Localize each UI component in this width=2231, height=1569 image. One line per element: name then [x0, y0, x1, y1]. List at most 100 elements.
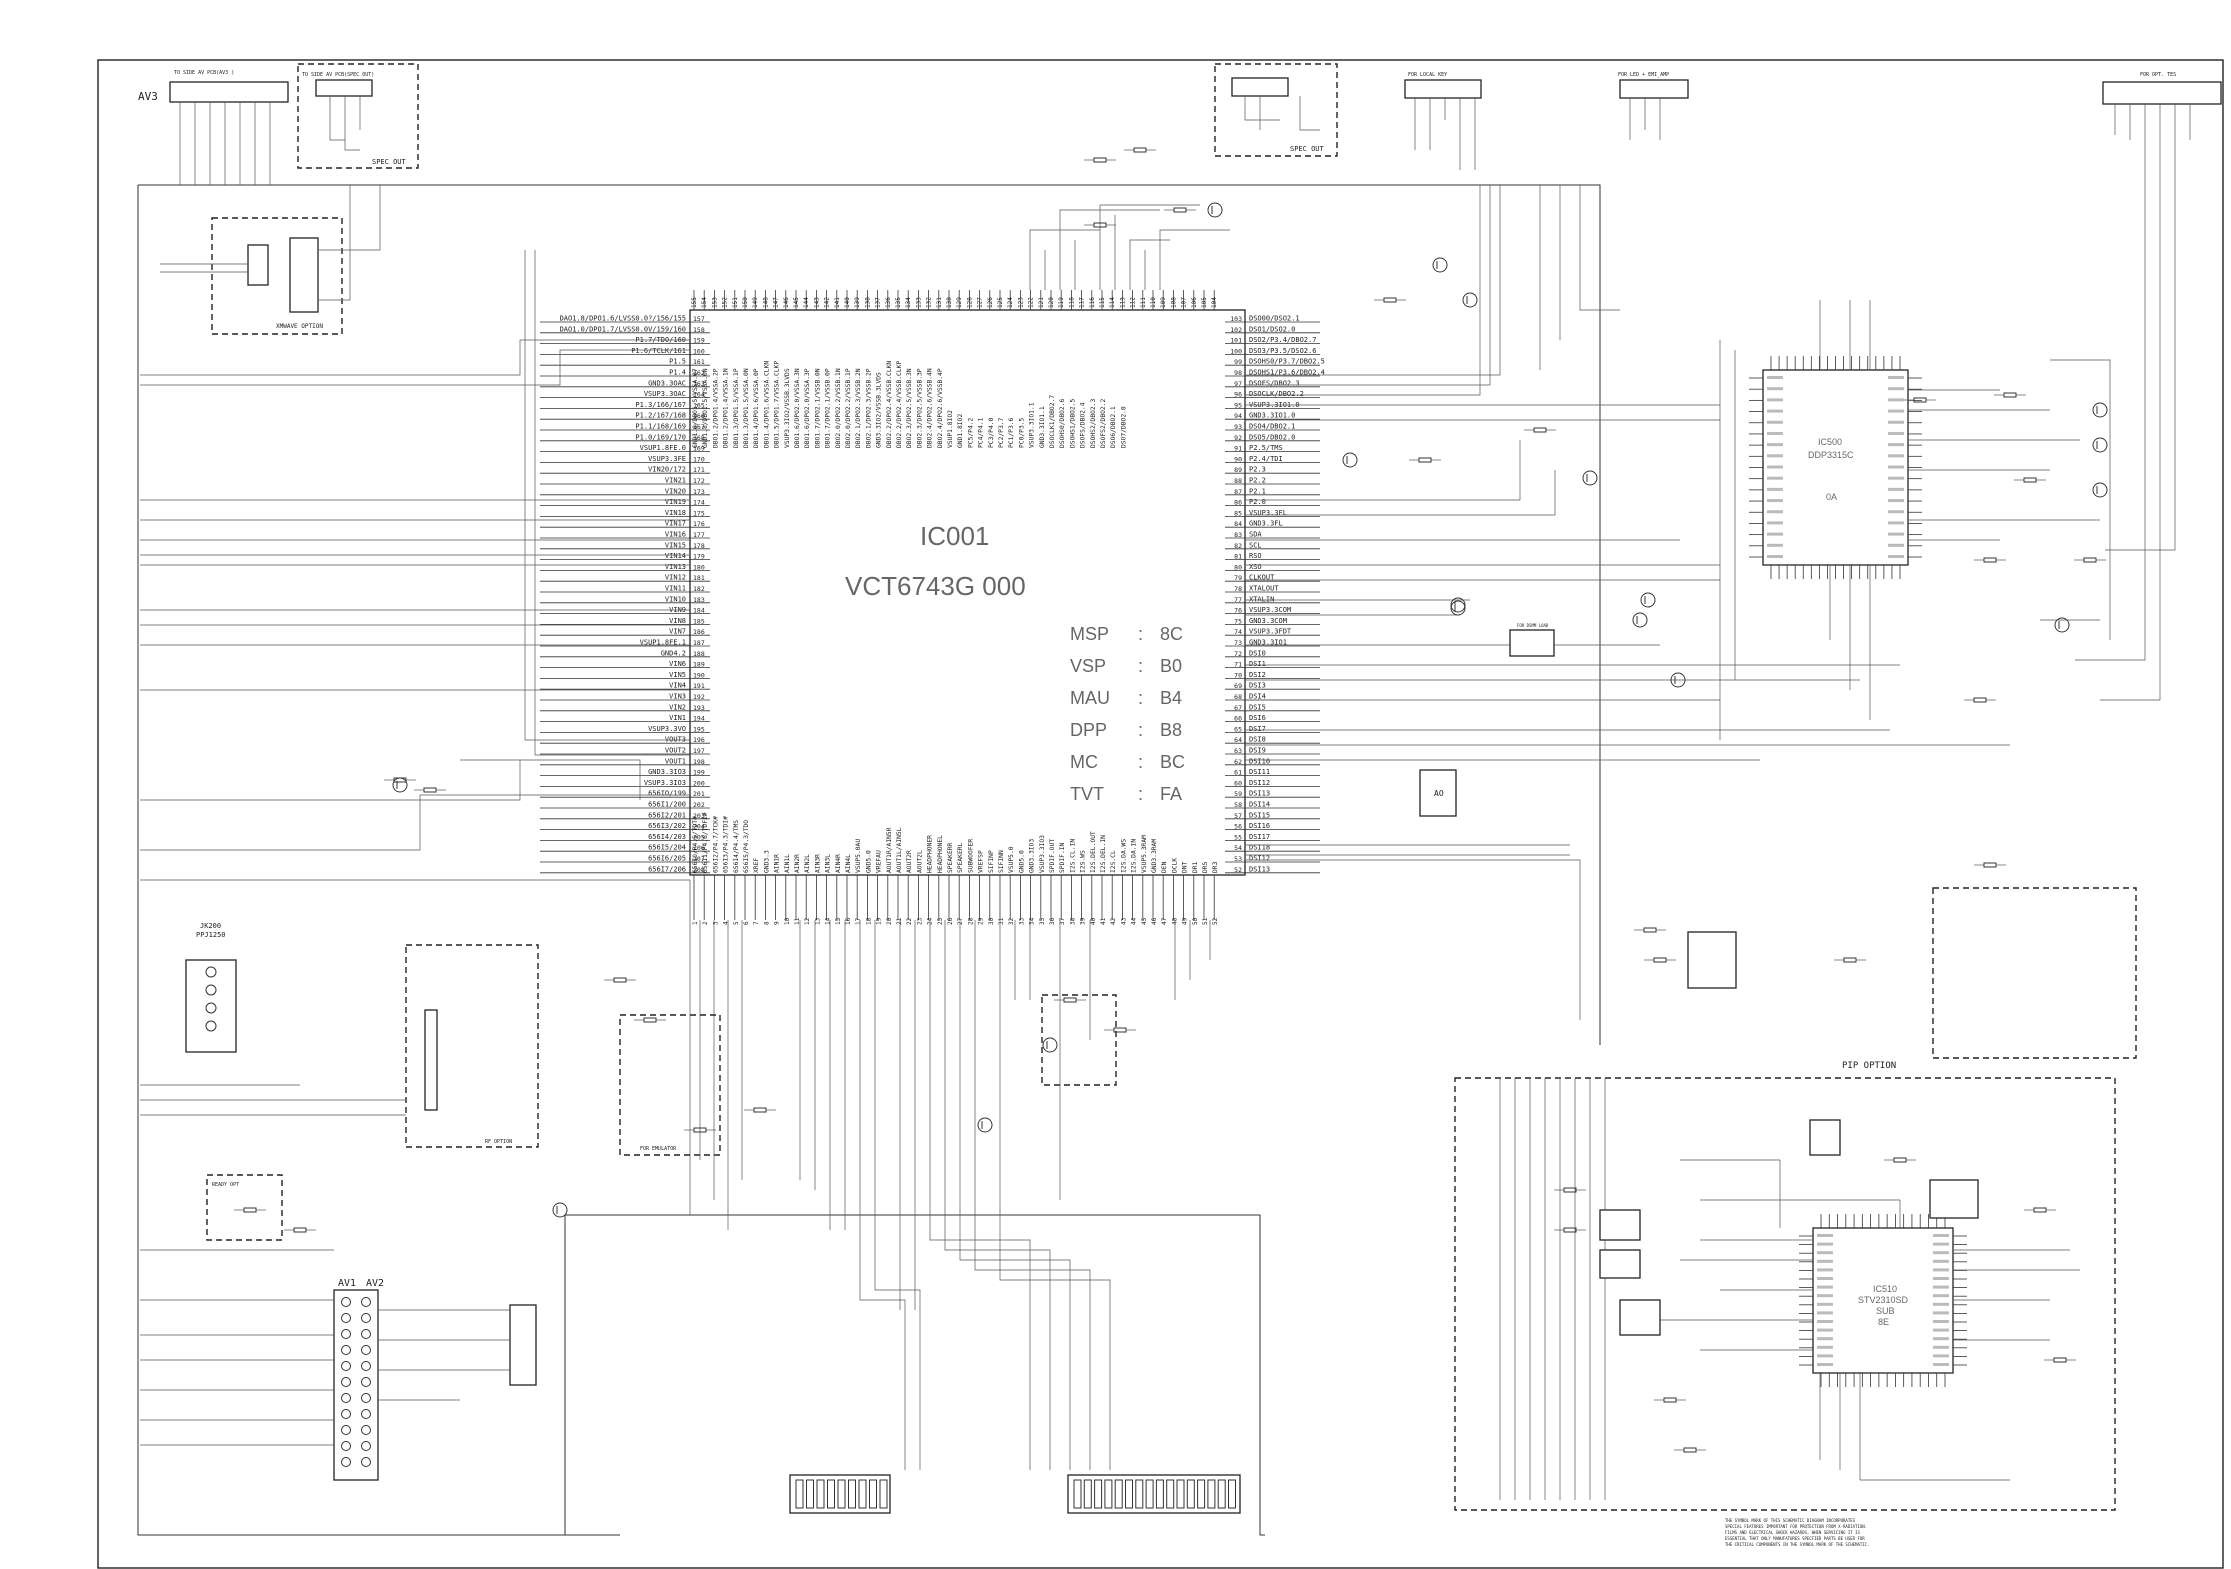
ic001-left-pin-num: 166 [693, 412, 705, 420]
ic001-left-pin-num: 158 [693, 326, 705, 334]
ic001-left-pin-label: 656I3/202 [648, 822, 686, 830]
ic001-top-pin-label: VSUP1.8IO2 [947, 410, 954, 448]
ic001-top-pin-num: 111 [1140, 297, 1147, 308]
ic001-top-pin-num: 117 [1079, 297, 1086, 308]
ic001-right-pin-label: DSI15 [1249, 811, 1270, 819]
ic001-bottom-pin-label: AIN1L [784, 854, 791, 873]
ic001-bottom-pin-num: 23 [916, 917, 923, 925]
ic001-right-pin-num: 100 [1230, 347, 1242, 355]
ic001-right-pin-label: GND3.3IO1.0 [1249, 412, 1295, 420]
ic001-bottom-pin-label: I2S.CL.IN [1069, 839, 1076, 873]
ic001-left-pin-label: GND3.3IO3 [648, 768, 686, 776]
ic001-left-pin-num: 186 [693, 628, 705, 636]
ic001-right-pin-label: DSO5/DBO2.0 [1249, 433, 1295, 441]
ic001-bottom-pin-label: AIN1R [774, 854, 781, 873]
ic001-left-pin-num: 175 [693, 509, 705, 517]
ic001-left-pin-num: 195 [693, 725, 705, 733]
ic001-right-pin-label: DSI5 [1249, 703, 1266, 711]
opt-sub-box [1041, 994, 1117, 1086]
ready-opt-label: READY OPT [212, 1182, 239, 1188]
ic001-top-pin-num: 118 [1068, 297, 1075, 308]
ic001-top-pin-num: 152 [722, 297, 729, 308]
ic001-bottom-pin-label: HEADPHONEL [937, 835, 944, 873]
opt-tes-connector [2102, 81, 2222, 105]
ic001-bottom-pin-label: VSUP5.0 [1008, 846, 1015, 873]
spec-out-left-caption: TO SIDE AV PCB(SPEC OUT) [302, 72, 374, 78]
rf-option-label: RF OPTION [485, 1139, 512, 1145]
ic001-right-pin-label: SDA [1249, 531, 1262, 539]
ic001-right-pin-num: 69 [1234, 682, 1242, 690]
ic001-bottom-pin-label: AIN4L [845, 854, 852, 873]
rf-option-box [405, 944, 539, 1148]
ic001-top-pin-num: 127 [977, 297, 984, 308]
ic001-right-pin-num: 88 [1234, 477, 1242, 485]
ic001-left-pin-label: VIN10 [665, 595, 686, 603]
ic001-left-pin-num: 192 [693, 693, 705, 701]
ic001-top-pin-num: 147 [773, 297, 780, 308]
ic001-bottom-pin-label: AIN2R [794, 854, 801, 873]
ic001-bottom-pin-num: 43 [1120, 917, 1127, 925]
ic001-right-pin-label: DSI4 [1249, 693, 1266, 701]
ic001-top-pin-num: 136 [885, 297, 892, 308]
ic001-bottom-pin-label: 656I2/P4.7/TCK# [712, 816, 719, 873]
ic001-top-pin-label: DSOHS2/DBO2.3 [1090, 399, 1097, 448]
ic510-ref: IC510 [1873, 1284, 1897, 1294]
ic001-top-pin-num: 145 [793, 297, 800, 308]
ic001-right-pin-num: 103 [1230, 315, 1242, 323]
ic001-bottom-pin-num: 36 [1049, 917, 1056, 925]
ic001-bottom-pin-label: SUBWOOFER [967, 839, 974, 873]
ic001-bottom-pin-num: 16 [845, 917, 852, 925]
ic001-right-pin-num: 65 [1234, 725, 1242, 733]
ic001-left-pin-label: VSUP3.3IO3 [644, 779, 686, 787]
ic001-top-pin-num: 116 [1089, 297, 1096, 308]
footnote: THE SYMBOL MARK OF THIS SCHEMATIC DIAGRA… [1725, 1518, 1870, 1547]
ic001-right-pin-label: GND3.3FL [1249, 520, 1283, 528]
ic001-top-pin-label: DBO1.5/DPO1.7/VSSA.CLKP [774, 361, 781, 448]
ic001-bottom-pin-label: DR1 [1192, 861, 1199, 873]
version-name-1: VSP [1070, 656, 1106, 676]
left-input-wires [140, 250, 691, 1215]
ic001-left-pin-label: VSUP3.3VO [648, 725, 686, 733]
svg-text:FILMS AND ELECTRICAL SHOCK HAZ: FILMS AND ELECTRICAL SHOCK HAZARDS, WHEN… [1725, 1530, 1860, 1535]
ic001-top-pin-num: 142 [824, 297, 831, 308]
ic001-right-pin-label: SCL [1249, 541, 1262, 549]
ic001-bottom-pin-label: 656I5/P4.3/TDO [743, 820, 750, 873]
emulator-label: FOR EMULATOR [640, 1146, 677, 1152]
ic001-right-pin-label: RSO [1249, 552, 1262, 560]
ic001-top-pin-label: DBO1.6/DPO2.0/VSSA.3P [804, 368, 811, 448]
ic001-bottom-pin-num: 21 [896, 917, 903, 925]
ic001-bottom-pin-label: 656I1/P4.6/TDFI# [702, 812, 709, 873]
ic001-left-pin-label: VIN21 [665, 477, 686, 485]
version-name-5: TVT [1070, 784, 1104, 804]
ic001-right-pin-label: VSUP3.3FDT [1249, 628, 1292, 636]
ic001-top-pin-num: 123 [1017, 297, 1024, 308]
ic001-bottom-pin-num: 29 [978, 917, 985, 925]
ic001-top-pin-num: 112 [1130, 297, 1137, 308]
svg-text::: : [1138, 688, 1143, 708]
ic001-top-pin-num: 128 [966, 297, 973, 308]
ic001-right-pin-num: 92 [1234, 434, 1242, 442]
ic001-bottom-pin-label: SPDIF.IN [1059, 842, 1066, 873]
ic001-right-pin-num: 87 [1234, 488, 1242, 496]
ic001-left-pin-label: P1.4 [669, 369, 686, 377]
ic001-right-pin-label: DSI9 [1249, 747, 1266, 755]
pip-option-region [1932, 887, 2137, 1059]
ic001-bottom-pin-num: 25 [937, 917, 944, 925]
ic001-left-pin-label: 656I2/201 [648, 811, 686, 819]
ic001-right-pin-num: 97 [1234, 380, 1242, 388]
ic001-left-pin-num: 206 [693, 844, 705, 852]
ic001-top-pin-label: GND1.8IO2 [957, 414, 964, 448]
ic001-right-pin-num: 75 [1234, 617, 1242, 625]
ic001-left-pin-num: 191 [693, 682, 705, 690]
ic001-top-pin-num: 134 [905, 297, 912, 308]
ic001-left-pin-label: GND4.2 [661, 649, 686, 657]
ic001-top-pin-num: 151 [732, 297, 739, 308]
ic001-top-pin-num: 104 [1211, 297, 1218, 308]
ic001-left-pin-label: VSUP1.8FE.1 [640, 639, 686, 647]
ic001-right-pin-label: XTALOUT [1249, 585, 1279, 593]
ic001-right-pin-num: 89 [1234, 466, 1242, 474]
ic001-top-pin-label: DSO7/DBO2.0 [1120, 406, 1127, 448]
ic001-top-pin-label: DSO6/DBO2.1 [1110, 406, 1117, 448]
ic001-top-pin-label: PC1/P3.6 [1008, 417, 1015, 448]
ic001-left-pin-num: 169 [693, 445, 705, 453]
